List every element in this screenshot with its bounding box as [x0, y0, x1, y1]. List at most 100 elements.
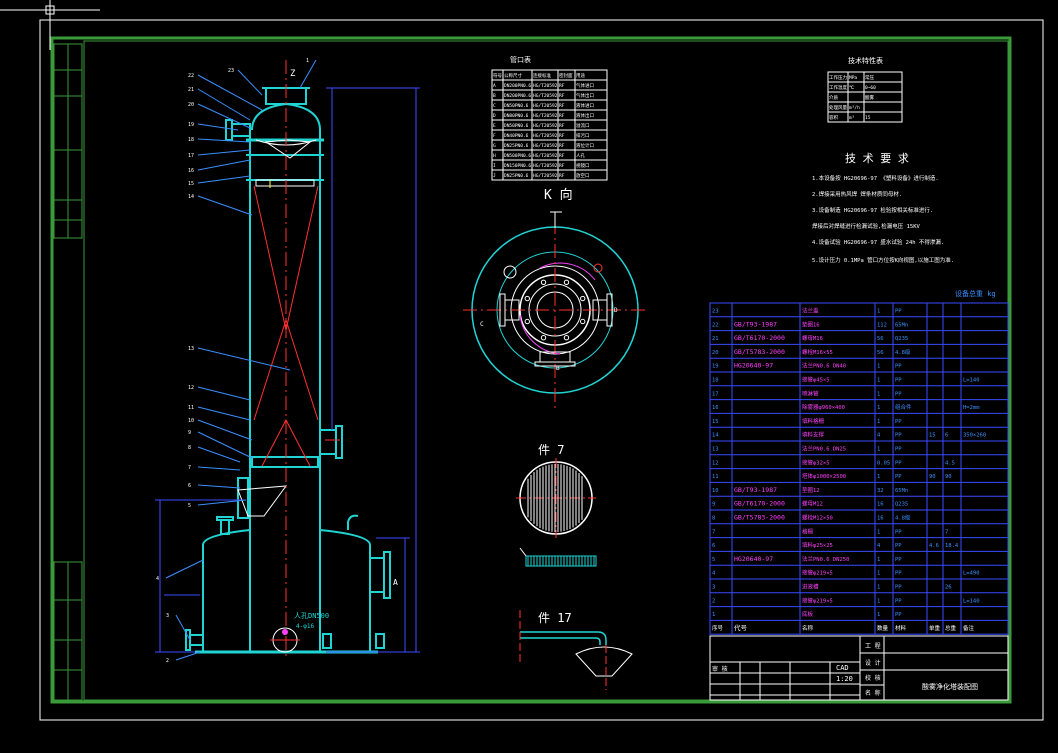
bom-cell: 16 — [877, 502, 884, 508]
bom-cell: 1 — [877, 364, 880, 370]
nozzle-cell: DN40PN0.6 — [504, 133, 529, 139]
leader-line — [197, 386, 251, 401]
bom-cell: 1 — [877, 405, 880, 411]
bom-cell: PP — [895, 474, 902, 480]
bolt-hole — [540, 335, 547, 341]
k-view-mark-b: B — [556, 365, 560, 372]
k-view-bolt-holes — [524, 279, 586, 341]
bom-cell: PP — [895, 571, 902, 577]
k-view-mark-c: C — [480, 321, 484, 328]
bom-cell: GB/T6170-2000 — [734, 500, 785, 508]
tech-requirement-line: 1.本设备按 HG20696-97 《塑料设备》进行制造. — [812, 174, 939, 182]
bom-cell: 数量 — [877, 624, 889, 632]
nozzle-cell: J — [493, 173, 496, 179]
design-cell: 工作温度 — [829, 84, 847, 91]
leader-line — [197, 149, 251, 156]
nozzle-cell: HG/T20592 — [533, 153, 558, 159]
nozzle-cell: F — [493, 133, 496, 139]
bom-cell: 1 — [877, 557, 880, 563]
bom-cell: 法兰盖 — [802, 307, 819, 315]
leader-line — [197, 484, 241, 489]
bom-cell: HG20640-97 — [734, 555, 773, 563]
bom-cell: 65Mn — [895, 322, 908, 328]
bom-cell: 4 — [877, 433, 881, 439]
title-design: 设 计 — [865, 659, 881, 667]
tech-requirement-line: 5.设计压力 0.1MPa 管口方位按K向视图,以施工图为准. — [812, 256, 954, 264]
bom-cell: PP — [895, 378, 902, 384]
bom-cell: 56 — [877, 336, 884, 342]
part-balloon: 19 — [188, 122, 194, 128]
leader-line — [197, 74, 263, 111]
outer-border — [39, 19, 1044, 721]
bom-cell: 22 — [712, 322, 719, 328]
part-balloon: 9 — [188, 430, 191, 436]
nozzle-cell: 密封面 — [559, 72, 573, 79]
nozzle-cell: HG/T20592 — [533, 133, 558, 139]
nozzle-cell: RF — [559, 83, 565, 89]
bom-cell: 1 — [877, 529, 880, 535]
bom-cell: 1 — [877, 612, 880, 618]
bom-cell: 4 — [712, 571, 716, 577]
bom-cell: 18.4 — [945, 543, 959, 549]
nozzle-cell: 符号 — [493, 72, 502, 79]
bom-cell: PP — [895, 460, 902, 466]
k-view — [463, 211, 647, 410]
tech-requirement-line: 4.设备试验 HG20696-97 盛水试验 24h 不得渗漏. — [812, 238, 944, 246]
bom-cell: 单重 — [929, 624, 941, 632]
bom-cell: 总重 — [945, 624, 957, 632]
leader-line — [237, 69, 263, 96]
title-scale: 1:20 — [836, 675, 853, 683]
bom-cell: 112 — [877, 322, 887, 328]
bom-cell: 格栅 — [802, 527, 814, 535]
part-balloon: 18 — [188, 137, 194, 143]
leader-line — [197, 499, 247, 506]
nozzle-cell: E — [493, 123, 496, 129]
part-balloon: 23 — [228, 68, 234, 74]
leader-line — [299, 59, 317, 89]
leader-line — [197, 406, 251, 421]
title-approve: 审 核 — [712, 665, 728, 673]
bolt-hole — [563, 335, 570, 341]
bom-cell: 备注 — [963, 624, 975, 632]
leader-line — [197, 347, 291, 371]
nozzle-cell: 液位计口 — [576, 142, 594, 149]
bom-cell: 15 — [929, 433, 936, 439]
bom-cell: GB/T5783-2000 — [734, 348, 785, 356]
bom-cell: 除雾器φ960×400 — [802, 403, 845, 411]
nozzle-cell: 液体出口 — [576, 112, 594, 119]
bom-cell: 填料格栅 — [802, 417, 825, 425]
leader-line — [197, 419, 253, 441]
design-cell: 酸雾 — [865, 94, 874, 101]
part-balloon: 10 — [188, 418, 194, 424]
k-view-mark-d: D — [614, 307, 618, 314]
part-balloon: 7 — [188, 465, 191, 471]
bom-cell: PP — [895, 543, 902, 549]
title-check: 校 核 — [865, 674, 881, 682]
bom-cell: PP — [895, 557, 902, 563]
bom-cell: 6 — [945, 433, 948, 439]
nozzle-cell: DN80PN0.6 — [504, 113, 529, 119]
nozzle-cell: 公称尺寸 — [504, 72, 522, 79]
part-balloon: 11 — [188, 405, 194, 411]
tech-requirement-line: 2.焊接采用热风焊 焊条材质同母材. — [812, 190, 902, 198]
bom-cell: 填料支撑 — [802, 431, 825, 439]
drawing-frame — [50, 36, 1012, 704]
bom-cell: 螺母M16 — [802, 334, 823, 342]
bom-cell: GB/T5783-2000 — [734, 514, 785, 522]
bom-cell: 1 — [877, 585, 880, 591]
design-cell: 0~60 — [865, 85, 876, 91]
leader-line — [197, 138, 251, 143]
bom-cell: 螺栓M12×50 — [802, 514, 833, 522]
bom-cell: PP — [895, 364, 902, 370]
bom-cell: PP — [895, 309, 902, 315]
bom-cell: 90 — [929, 474, 936, 480]
bom-cell: L=490 — [963, 571, 980, 577]
bom-cell: 4.6 — [929, 543, 939, 549]
part-balloon: 8 — [188, 445, 191, 451]
bom-cell: 1 — [712, 612, 715, 618]
leader-line — [197, 446, 241, 463]
left-revision-strip — [53, 43, 83, 701]
bom-cell: 垫圈12 — [802, 486, 820, 494]
